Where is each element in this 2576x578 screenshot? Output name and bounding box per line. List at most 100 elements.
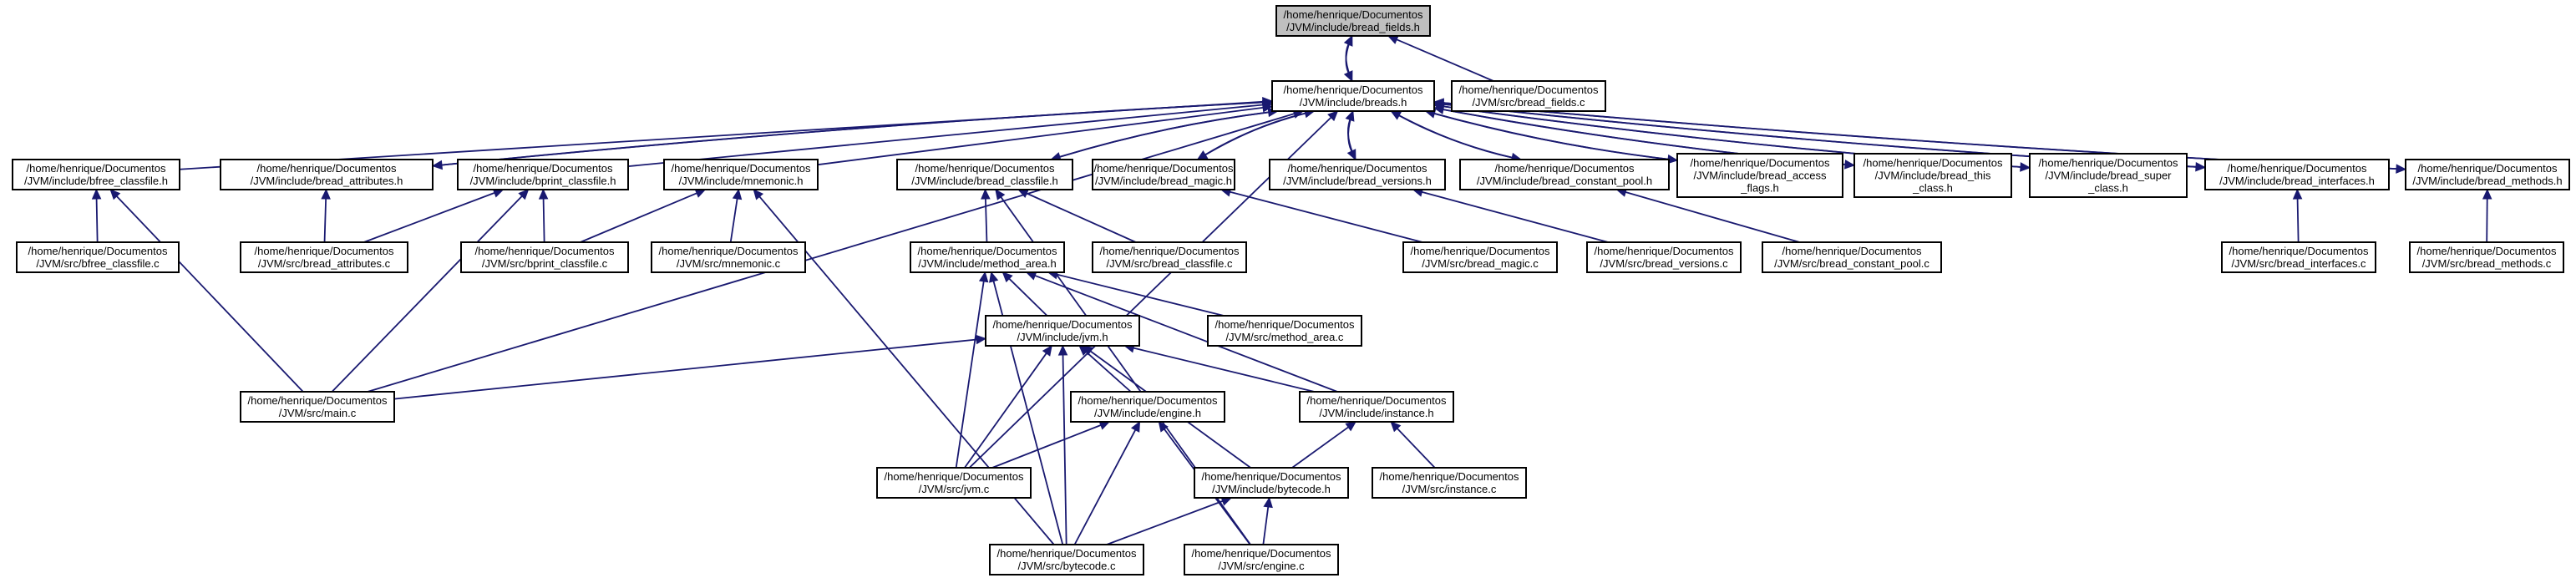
node-box[interactable] <box>240 241 408 273</box>
node-bread-versions-c[interactable]: /home/henrique/Documentos/JVM/src/bread_… <box>1586 241 1742 273</box>
node-bread-fields-h[interactable]: /home/henrique/Documentos/JVM/include/br… <box>1275 5 1431 37</box>
edge-line <box>116 195 304 393</box>
arrowhead <box>995 189 1006 200</box>
node-jvm-h[interactable]: /home/henrique/Documentos/JVM/include/jv… <box>985 315 1140 347</box>
node-label-line: /JVM/src/bread_classfile.c <box>1107 257 1233 270</box>
node-mnemonic-c[interactable]: /home/henrique/Documentos/JVM/src/mnemon… <box>651 241 806 273</box>
node-box[interactable] <box>220 159 434 190</box>
node-bread-interfaces-h[interactable]: /home/henrique/Documentos/JVM/include/br… <box>2204 159 2390 190</box>
node-bread-constant-pool-c[interactable]: /home/henrique/Documentos/JVM/src/bread_… <box>1762 241 1942 273</box>
node-box[interactable] <box>1194 467 1349 499</box>
arrowhead <box>1001 271 1013 283</box>
node-box[interactable] <box>2221 241 2376 273</box>
node-box[interactable] <box>2029 153 2188 198</box>
node-box[interactable] <box>1184 544 1339 575</box>
node-bread-magic-h[interactable]: /home/henrique/Documentos/JVM/include/br… <box>1092 159 1235 190</box>
node-method-area-h[interactable]: /home/henrique/Documentos/JVM/include/me… <box>910 241 1065 273</box>
node-label-line: /JVM/include/bread_this <box>1875 170 1991 182</box>
node-bread-magic-c[interactable]: /home/henrique/Documentos/JVM/src/bread_… <box>1402 241 1558 273</box>
node-box[interactable] <box>2204 159 2390 190</box>
node-box[interactable] <box>1762 241 1942 273</box>
node-bytecode-h[interactable]: /home/henrique/Documentos/JVM/include/by… <box>1194 467 1349 499</box>
edge-line <box>627 104 1264 168</box>
node-bread-methods-c[interactable]: /home/henrique/Documentos/JVM/src/bread_… <box>2409 241 2564 273</box>
node-label-line: /home/henrique/Documentos <box>474 162 613 175</box>
edge-instance_h-to-jvm_h <box>1123 343 1315 393</box>
node-bread-this-class-h[interactable]: /home/henrique/Documentos/JVM/include/br… <box>1853 153 2012 198</box>
node-box[interactable] <box>896 159 1073 190</box>
node-box[interactable] <box>16 241 180 273</box>
node-label-line: /JVM/include/jvm.h <box>1017 331 1108 343</box>
node-box[interactable] <box>1070 391 1225 423</box>
node-box[interactable] <box>1586 241 1742 273</box>
node-box[interactable] <box>1451 80 1606 112</box>
node-bread-constant-pool-h[interactable]: /home/henrique/Documentos/JVM/include/br… <box>1459 159 1670 190</box>
node-label-line: /home/henrique/Documentos <box>885 470 1024 483</box>
node-box[interactable] <box>910 241 1065 273</box>
node-box[interactable] <box>240 391 395 423</box>
node-main-c[interactable]: /home/henrique/Documentos/JVM/src/main.c <box>240 391 395 423</box>
node-box[interactable] <box>12 159 180 190</box>
node-box[interactable] <box>1676 153 1843 198</box>
node-bread-fields-c[interactable]: /home/henrique/Documentos/JVM/src/bread_… <box>1451 80 1606 112</box>
node-engine-c[interactable]: /home/henrique/Documentos/JVM/src/engine… <box>1184 544 1339 575</box>
node-box[interactable] <box>663 159 819 190</box>
arrowhead <box>431 160 444 170</box>
node-box[interactable] <box>460 241 629 273</box>
node-bytecode-c[interactable]: /home/henrique/Documentos/JVM/src/byteco… <box>989 544 1144 575</box>
edge-line <box>1204 110 1315 156</box>
node-box[interactable] <box>1853 153 2012 198</box>
node-box[interactable] <box>989 544 1144 575</box>
node-jvm-c[interactable]: /home/henrique/Documentos/JVM/src/jvm.c <box>876 467 1032 499</box>
node-instance-c[interactable]: /home/henrique/Documentos/JVM/src/instan… <box>1372 467 1527 499</box>
edge-line <box>323 198 327 243</box>
node-label-line: _class.h <box>1912 182 1953 195</box>
node-bread-interfaces-c[interactable]: /home/henrique/Documentos/JVM/src/bread_… <box>2221 241 2376 273</box>
node-bprint-classfile-c[interactable]: /home/henrique/Documentos/JVM/src/bprint… <box>460 241 629 273</box>
edge-line <box>817 106 1264 166</box>
edge-engine_c-to-bytecode_h <box>1262 496 1273 545</box>
node-engine-h[interactable]: /home/henrique/Documentos/JVM/include/en… <box>1070 391 1225 423</box>
node-bprint-classfile-h[interactable]: /home/henrique/Documentos/JVM/include/bp… <box>457 159 629 190</box>
node-bread-attributes-c[interactable]: /home/henrique/Documentos/JVM/src/bread_… <box>240 241 408 273</box>
node-bread-classfile-h[interactable]: /home/henrique/Documentos/JVM/include/br… <box>896 159 1073 190</box>
node-bread-versions-h[interactable]: /home/henrique/Documentos/JVM/include/br… <box>1269 159 1446 190</box>
node-mnemonic-h[interactable]: /home/henrique/Documentos/JVM/include/mn… <box>663 159 819 190</box>
node-breads-h[interactable]: /home/henrique/Documentos/JVM/include/br… <box>1271 80 1435 112</box>
node-bfree-classfile-h[interactable]: /home/henrique/Documentos/JVM/include/bf… <box>12 159 180 190</box>
arrowhead <box>989 271 999 283</box>
node-instance-h[interactable]: /home/henrique/Documentos/JVM/include/in… <box>1299 391 1454 423</box>
node-bread-attributes-h[interactable]: /home/henrique/Documentos/JVM/include/br… <box>220 159 434 190</box>
node-bread-access-flags-h[interactable]: /home/henrique/Documentos/JVM/include/br… <box>1676 153 1843 198</box>
edge-bread_versions_c-to-bread_versions_h <box>1412 187 1609 243</box>
node-box[interactable] <box>1459 159 1670 190</box>
node-box[interactable] <box>651 241 806 273</box>
node-box[interactable] <box>1402 241 1558 273</box>
edge-breads_h-to-bread_versions_h <box>1346 110 1356 161</box>
node-method-area-c[interactable]: /home/henrique/Documentos/JVM/src/method… <box>1207 315 1362 347</box>
node-box[interactable] <box>2409 241 2564 273</box>
node-label-line: /home/henrique/Documentos <box>248 394 388 407</box>
node-box[interactable] <box>985 315 1140 347</box>
arrowhead <box>321 188 331 200</box>
node-box[interactable] <box>1207 315 1362 347</box>
node-box[interactable] <box>1299 391 1454 423</box>
node-label-line: /home/henrique/Documentos <box>1459 84 1599 96</box>
node-box[interactable] <box>876 467 1032 499</box>
node-box[interactable] <box>1092 159 1235 190</box>
node-label-line: /JVM/src/bread_methods.c <box>2422 257 2552 270</box>
node-box[interactable] <box>1275 5 1431 37</box>
node-bread-super-class-h[interactable]: /home/henrique/Documentos/JVM/include/br… <box>2029 153 2188 198</box>
node-label-line: /JVM/include/bread_magic.h <box>1095 175 1232 187</box>
node-label-line: /JVM/include/bytecode.h <box>1212 483 1331 495</box>
node-label-line: /home/henrique/Documentos <box>1284 8 1423 21</box>
node-box[interactable] <box>2405 159 2570 190</box>
node-bread-methods-h[interactable]: /home/henrique/Documentos/JVM/include/br… <box>2405 159 2570 190</box>
node-box[interactable] <box>1269 159 1446 190</box>
node-box[interactable] <box>1092 241 1247 273</box>
node-box[interactable] <box>1271 80 1435 112</box>
node-bfree-classfile-c[interactable]: /home/henrique/Documentos/JVM/src/bfree_… <box>16 241 180 273</box>
node-box[interactable] <box>1372 467 1527 499</box>
node-bread-classfile-c[interactable]: /home/henrique/Documentos/JVM/src/bread_… <box>1092 241 1247 273</box>
node-box[interactable] <box>457 159 629 190</box>
